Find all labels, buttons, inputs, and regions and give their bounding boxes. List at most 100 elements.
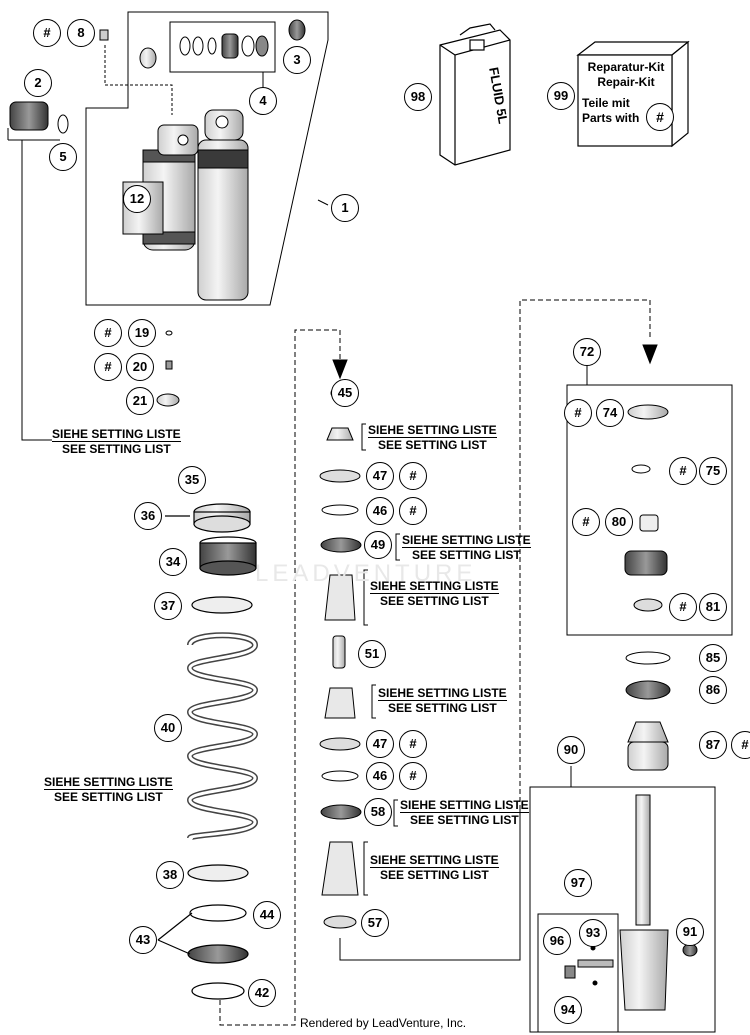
callout-21[interactable]: 21 xyxy=(126,387,154,415)
setting-label-8: SIEHE SETTING LISTE SEE SETTING LIST xyxy=(370,853,499,882)
callout-81[interactable]: 81 xyxy=(699,593,727,621)
callout-35[interactable]: 35 xyxy=(178,466,206,494)
callout-2[interactable]: 2 xyxy=(24,69,52,97)
callout-5[interactable]: 5 xyxy=(49,143,77,171)
setting-line1: SIEHE SETTING LISTE xyxy=(52,427,181,442)
callout-42[interactable]: 42 xyxy=(248,979,276,1007)
setting-line2: SEE SETTING LIST xyxy=(410,813,519,827)
callout-1[interactable]: 1 xyxy=(331,194,359,222)
callout-45[interactable]: 45 xyxy=(331,379,359,407)
repair-kit-line4: Parts with xyxy=(582,111,640,125)
callout-12[interactable]: 12 xyxy=(123,185,151,213)
setting-line2: SEE SETTING LIST xyxy=(380,868,489,882)
callout-37[interactable]: 37 xyxy=(154,592,182,620)
callout-51[interactable]: 51 xyxy=(358,640,386,668)
callout-40[interactable]: 40 xyxy=(154,714,182,742)
callout-3[interactable]: 3 xyxy=(283,46,311,74)
setting-label-1: SIEHE SETTING LISTE SEE SETTING LIST xyxy=(52,427,181,456)
callout-85[interactable]: 85 xyxy=(699,644,727,672)
watermark: LEADVENTURE xyxy=(255,560,477,587)
callout-91[interactable]: 91 xyxy=(676,918,704,946)
callout-93[interactable]: 93 xyxy=(579,919,607,947)
callout-34[interactable]: 34 xyxy=(159,548,187,576)
callout-87[interactable]: 87 xyxy=(699,731,727,759)
setting-line1: SIEHE SETTING LISTE xyxy=(368,423,497,438)
callout-58[interactable]: 58 xyxy=(364,798,392,826)
seal-kit-box xyxy=(169,21,276,73)
hash-marker-callout[interactable]: # xyxy=(399,462,427,490)
setting-label-7: SIEHE SETTING LISTE SEE SETTING LIST xyxy=(400,798,529,827)
callout-4[interactable]: 4 xyxy=(249,87,277,115)
callout-38[interactable]: 38 xyxy=(156,861,184,889)
hash-marker-callout[interactable]: # xyxy=(399,497,427,525)
callout-80[interactable]: 80 xyxy=(605,508,633,536)
hash-marker-callout[interactable]: # xyxy=(94,353,122,381)
adjuster-part xyxy=(9,101,69,134)
callout-57[interactable]: 57 xyxy=(361,909,389,937)
hash-marker-callout[interactable]: # xyxy=(572,508,600,536)
setting-label-2: SIEHE SETTING LISTE SEE SETTING LIST xyxy=(368,423,497,452)
callout-94[interactable]: 94 xyxy=(554,996,582,1024)
hash-marker-callout[interactable]: # xyxy=(669,457,697,485)
hash-marker-callout[interactable]: # xyxy=(399,730,427,758)
small-parts-19-21 xyxy=(156,330,180,407)
repair-kit-line3: Teile mit xyxy=(582,96,630,110)
callout-47[interactable]: 47 xyxy=(366,462,394,490)
callout-90[interactable]: 90 xyxy=(557,736,585,764)
setting-line1: SIEHE SETTING LISTE xyxy=(370,853,499,868)
callout-75[interactable]: 75 xyxy=(699,457,727,485)
hash-marker-callout[interactable]: # xyxy=(564,399,592,427)
setting-label-5: SIEHE SETTING LISTE SEE SETTING LIST xyxy=(378,686,507,715)
setting-line2: SEE SETTING LIST xyxy=(62,442,171,456)
assembly-outline xyxy=(85,11,329,306)
callout-46[interactable]: 46 xyxy=(366,762,394,790)
callout-72[interactable]: 72 xyxy=(573,338,601,366)
repair-kit-line2: Repair-Kit xyxy=(597,75,655,89)
callout-97[interactable]: 97 xyxy=(564,869,592,897)
setting-brackets xyxy=(361,423,400,896)
callout-47[interactable]: 47 xyxy=(366,730,394,758)
callout-20[interactable]: 20 xyxy=(126,353,154,381)
repair-kit-line1: Reparatur-Kit xyxy=(587,60,665,74)
callout-36[interactable]: 36 xyxy=(134,502,162,530)
setting-line1: SIEHE SETTING LISTE xyxy=(370,579,499,594)
setting-line1: SIEHE SETTING LISTE xyxy=(378,686,507,701)
setting-line2: SEE SETTING LIST xyxy=(378,438,487,452)
hash-marker-callout[interactable]: # xyxy=(731,731,750,759)
flow-lines xyxy=(219,299,658,1026)
setting-line2: SEE SETTING LIST xyxy=(412,548,521,562)
spring-assembly xyxy=(157,503,259,1000)
fluid-can xyxy=(439,23,511,166)
setting-line2: SEE SETTING LIST xyxy=(54,790,163,804)
callout-43[interactable]: 43 xyxy=(129,926,157,954)
callout-86[interactable]: 86 xyxy=(699,676,727,704)
setting-line1: SIEHE SETTING LISTE xyxy=(402,533,531,548)
piston-stack xyxy=(319,386,362,929)
compression-adjuster-box xyxy=(566,362,733,771)
repair-kit-hash-icon: # xyxy=(646,103,674,131)
callout-98[interactable]: 98 xyxy=(404,83,432,111)
callout-46[interactable]: 46 xyxy=(366,497,394,525)
hash-marker-callout[interactable]: # xyxy=(669,593,697,621)
hash-marker-callout[interactable]: # xyxy=(33,19,61,47)
setting-line2: SEE SETTING LIST xyxy=(380,594,489,608)
setting-label-3: SIEHE SETTING LISTE SEE SETTING LIST xyxy=(402,533,531,562)
callout-44[interactable]: 44 xyxy=(253,901,281,929)
repair-kit-box xyxy=(576,40,690,148)
callout-99[interactable]: 99 xyxy=(547,82,575,110)
callout-96[interactable]: 96 xyxy=(543,927,571,955)
setting-line2: SEE SETTING LIST xyxy=(388,701,497,715)
seal-kit-parts xyxy=(99,19,306,69)
fluid-size: 5L xyxy=(493,107,511,125)
shaft-assembly-box xyxy=(529,766,716,1033)
callout-74[interactable]: 74 xyxy=(596,399,624,427)
callout-19[interactable]: 19 xyxy=(128,319,156,347)
setting-label-4: SIEHE SETTING LISTE SEE SETTING LIST xyxy=(370,579,499,608)
shock-assembly-group xyxy=(7,11,329,441)
hash-marker-callout[interactable]: # xyxy=(94,319,122,347)
callout-8[interactable]: 8 xyxy=(67,19,95,47)
callout-49[interactable]: 49 xyxy=(364,531,392,559)
hash-marker-callout[interactable]: # xyxy=(399,762,427,790)
repair-kit-text: Reparatur-Kit Repair-Kit Teile mit Parts… xyxy=(582,60,670,126)
